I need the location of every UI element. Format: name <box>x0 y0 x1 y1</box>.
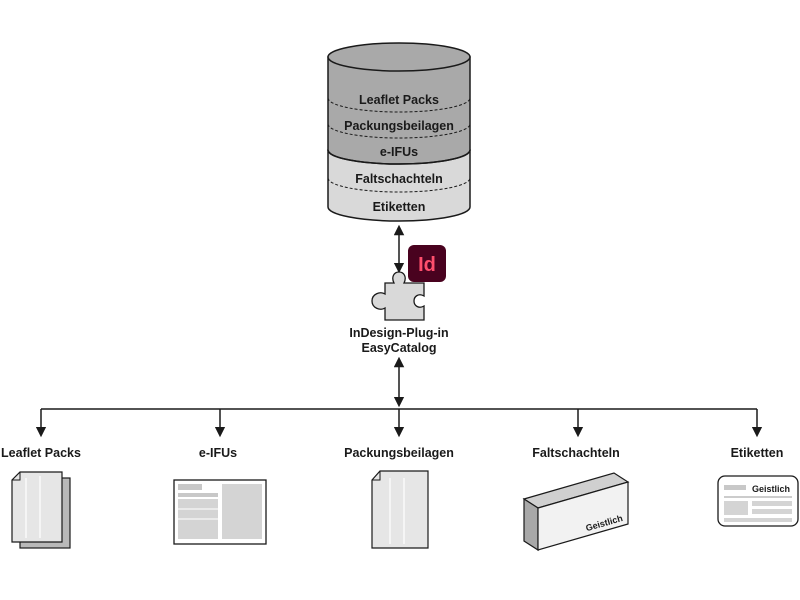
db-layer-etiketten: Etiketten <box>373 200 426 214</box>
db-layer-e-ifus: e-IFUs <box>380 145 418 159</box>
plugin-name-line1: InDesign-Plug-in <box>349 326 448 340</box>
output-label-e-ifus: e-IFUs <box>199 446 237 460</box>
output-label-etiketten: Etiketten <box>731 446 784 460</box>
puzzle-piece-icon <box>371 271 425 321</box>
indesign-icon-label: Id <box>418 254 436 276</box>
indesign-icon: Id <box>408 245 446 282</box>
output-label-packungsbeilagen: Packungsbeilagen <box>344 446 454 460</box>
database-cylinder: Leaflet Packs Packungsbeilagen e-IFUs Fa… <box>327 42 471 222</box>
packungsbeilagen-document-icon <box>371 470 429 549</box>
output-label-leaflet-packs: Leaflet Packs <box>1 446 81 460</box>
db-layer-packungsbeilagen: Packungsbeilagen <box>344 119 454 133</box>
leaflet-packs-document-icon <box>11 471 71 549</box>
db-layer-faltschachteln: Faltschachteln <box>355 172 443 186</box>
faltschachteln-box-icon: Geistlich <box>522 472 630 552</box>
etiketten-label-text: Geistlich <box>752 484 790 494</box>
plugin-name-line2: EasyCatalog <box>361 341 436 355</box>
e-ifus-screen-icon <box>173 479 267 545</box>
etiketten-label-icon: Geistlich <box>717 475 799 527</box>
db-layer-leaflet-packs: Leaflet Packs <box>359 93 439 107</box>
output-label-faltschachteln: Faltschachteln <box>532 446 620 460</box>
